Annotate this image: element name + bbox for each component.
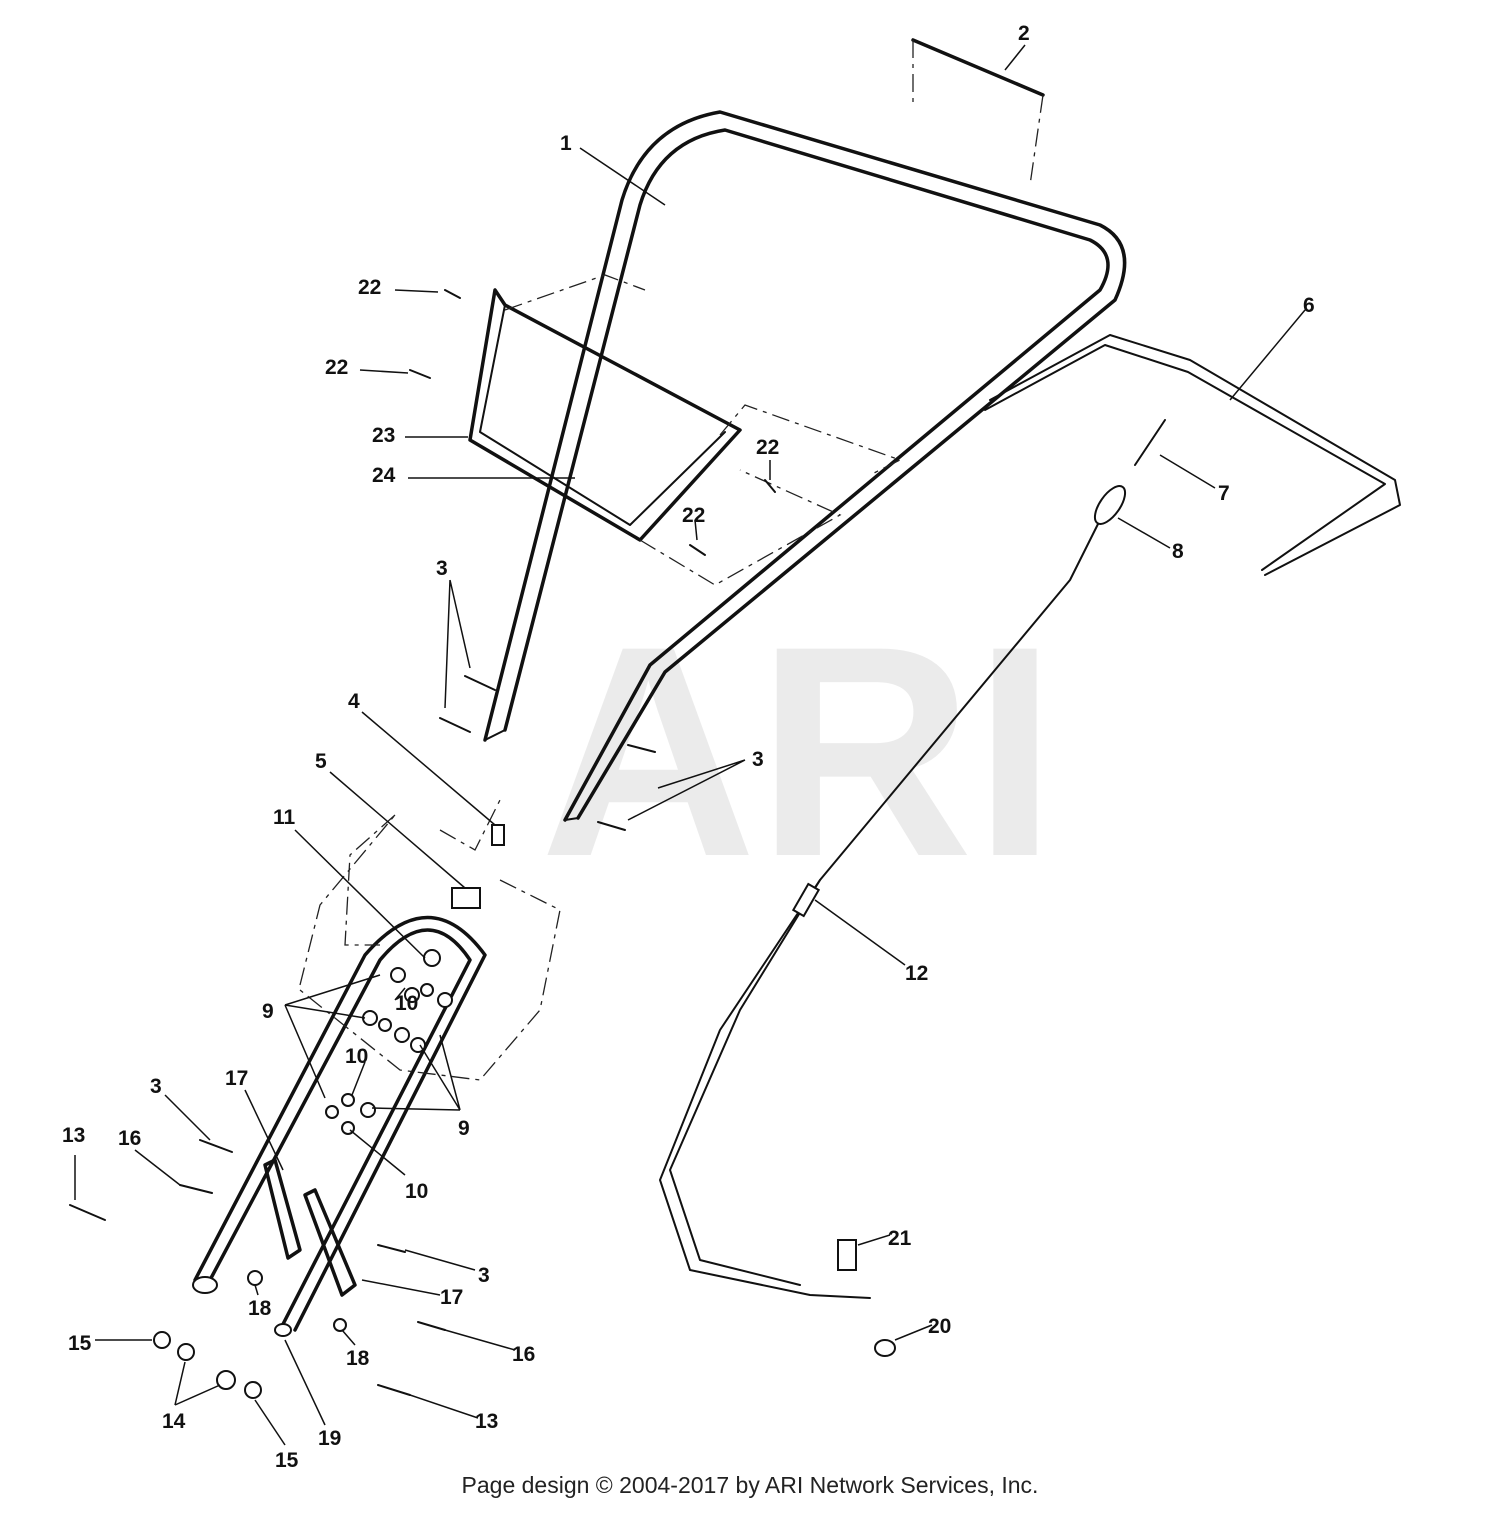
callout-labels: 1 2 22 22 23 24 22 22 6 7 8 3 3 4 5 11 9… xyxy=(62,22,1315,1472)
callout-19: 19 xyxy=(318,1427,341,1450)
callout-14: 14 xyxy=(162,1410,186,1433)
callout-17-a: 17 xyxy=(225,1067,248,1090)
callout-3-d: 3 xyxy=(478,1264,490,1287)
callout-23: 23 xyxy=(372,424,395,447)
callout-3-c: 3 xyxy=(150,1075,162,1098)
callout-6: 6 xyxy=(1303,294,1315,317)
callout-22-c: 22 xyxy=(756,436,779,459)
control-cable xyxy=(659,334,1401,1357)
callout-11: 11 xyxy=(273,806,296,829)
callout-7: 7 xyxy=(1218,482,1230,505)
callout-13-b: 13 xyxy=(475,1410,498,1433)
callout-13-a: 13 xyxy=(62,1124,85,1147)
callout-17-b: 17 xyxy=(440,1286,463,1309)
callout-20: 20 xyxy=(928,1315,951,1338)
ari-watermark: ARI xyxy=(540,583,1057,919)
callout-16-a: 16 xyxy=(118,1127,141,1150)
callout-12: 12 xyxy=(905,962,928,985)
callout-9-b: 9 xyxy=(458,1117,470,1140)
lower-handle xyxy=(192,799,561,1337)
callout-10-a: 10 xyxy=(395,992,418,1015)
callout-10-c: 10 xyxy=(405,1180,428,1203)
callout-15-a: 15 xyxy=(68,1332,92,1355)
callout-3-b: 3 xyxy=(752,748,764,771)
leader-lines xyxy=(74,44,1306,1446)
callout-2: 2 xyxy=(1018,22,1030,45)
handle-grip xyxy=(911,38,1045,186)
callout-4: 4 xyxy=(348,690,360,713)
callout-22-b: 22 xyxy=(325,356,348,379)
callout-22-d: 22 xyxy=(682,504,705,527)
callout-18-a: 18 xyxy=(248,1297,272,1320)
copyright-notice: Page design © 2004-2017 by ARI Network S… xyxy=(461,1472,1039,1498)
callout-1: 1 xyxy=(560,132,572,155)
callout-9-a: 9 xyxy=(262,1000,274,1023)
callout-5: 5 xyxy=(315,750,327,773)
callout-16-b: 16 xyxy=(512,1343,535,1366)
callout-3-a: 3 xyxy=(436,557,448,580)
callout-8: 8 xyxy=(1172,540,1184,563)
upper-handle xyxy=(483,110,1127,822)
callout-24: 24 xyxy=(372,464,396,487)
callout-10-b: 10 xyxy=(345,1045,368,1068)
callout-15-b: 15 xyxy=(275,1449,299,1472)
callout-21: 21 xyxy=(888,1227,912,1250)
callout-22-a: 22 xyxy=(358,276,381,299)
handle-brackets xyxy=(263,1158,357,1297)
callout-18-b: 18 xyxy=(346,1347,370,1370)
